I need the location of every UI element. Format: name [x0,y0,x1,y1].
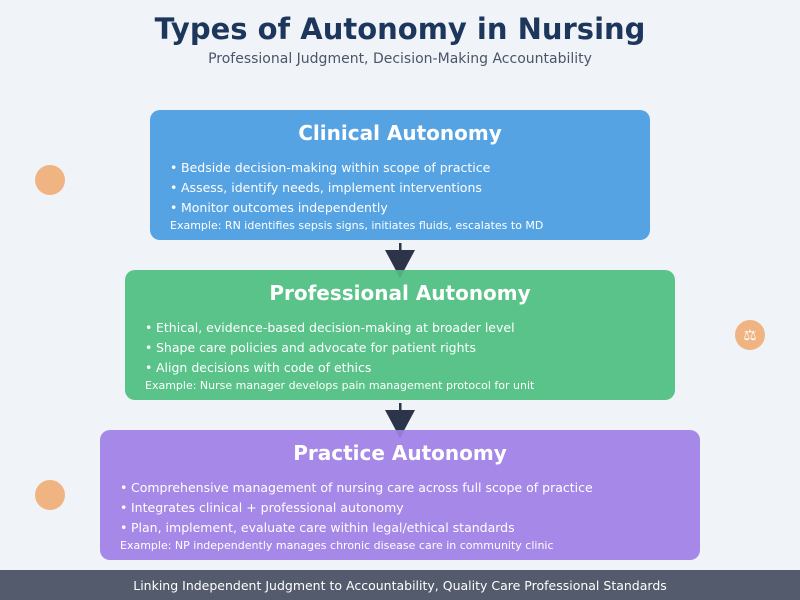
professional-autonomy-box: Professional Autonomy •Ethical, evidence… [125,270,675,400]
list-item: •Shape care policies and advocate for pa… [145,338,515,358]
bullet-icon: • [145,340,153,355]
bullet-text: Shape care policies and advocate for pat… [156,340,476,355]
bullet-list: •Ethical, evidence-based decision-making… [145,318,515,378]
bullet-icon: • [170,160,178,175]
example-text: Example: RN identifies sepsis signs, ini… [170,219,544,232]
bullet-text: Bedside decision-making within scope of … [181,160,491,175]
bullet-text: Ethical, evidence-based decision-making … [156,320,515,335]
clinical-autonomy-box: Clinical Autonomy •Bedside decision-maki… [150,110,650,240]
bullet-list: •Comprehensive management of nursing car… [120,478,593,538]
bullet-text: Assess, identify needs, implement interv… [181,180,482,195]
page-subtitle: Professional Judgment, Decision-Making A… [208,51,592,67]
practice-autonomy-box: Practice Autonomy •Comprehensive managem… [100,430,700,560]
list-item: •Assess, identify needs, implement inter… [170,178,490,198]
bullet-text: Align decisions with code of ethics [156,360,372,375]
example-text: Example: Nurse manager develops pain man… [145,379,535,392]
list-item: •Bedside decision-making within scope of… [170,158,490,178]
bullet-text: Monitor outcomes independently [181,200,388,215]
box-title: Clinical Autonomy [298,121,502,145]
list-item: •Comprehensive management of nursing car… [120,478,593,498]
scale-icon: ⚖ [735,320,765,350]
decorative-circle-left-bottom [35,480,65,510]
list-item: •Plan, implement, evaluate care within l… [120,518,593,538]
bullet-icon: • [170,180,178,195]
bullet-list: •Bedside decision-making within scope of… [170,158,490,218]
bullet-text: Comprehensive management of nursing care… [131,480,593,495]
bullet-icon: • [120,500,128,515]
bullet-icon: • [120,520,128,535]
decorative-circle-left-top [35,165,65,195]
bullet-icon: • [170,200,178,215]
bullet-icon: • [120,480,128,495]
arrow-down-icon [385,243,415,278]
bullet-icon: • [145,360,153,375]
box-title: Professional Autonomy [269,281,531,305]
list-item: •Integrates clinical + professional auto… [120,498,593,518]
box-title: Practice Autonomy [293,441,507,465]
list-item: •Ethical, evidence-based decision-making… [145,318,515,338]
example-text: Example: NP independently manages chroni… [120,539,554,552]
footer-text: Linking Independent Judgment to Accounta… [133,577,667,593]
page-title: Types of Autonomy in Nursing [154,12,646,46]
list-item: •Align decisions with code of ethics [145,358,515,378]
bullet-text: Integrates clinical + professional auton… [131,500,404,515]
bullet-icon: • [145,320,153,335]
footer-banner: Linking Independent Judgment to Accounta… [0,570,800,600]
arrow-down-icon [385,403,415,438]
list-item: •Monitor outcomes independently [170,198,490,218]
bullet-text: Plan, implement, evaluate care within le… [131,520,515,535]
